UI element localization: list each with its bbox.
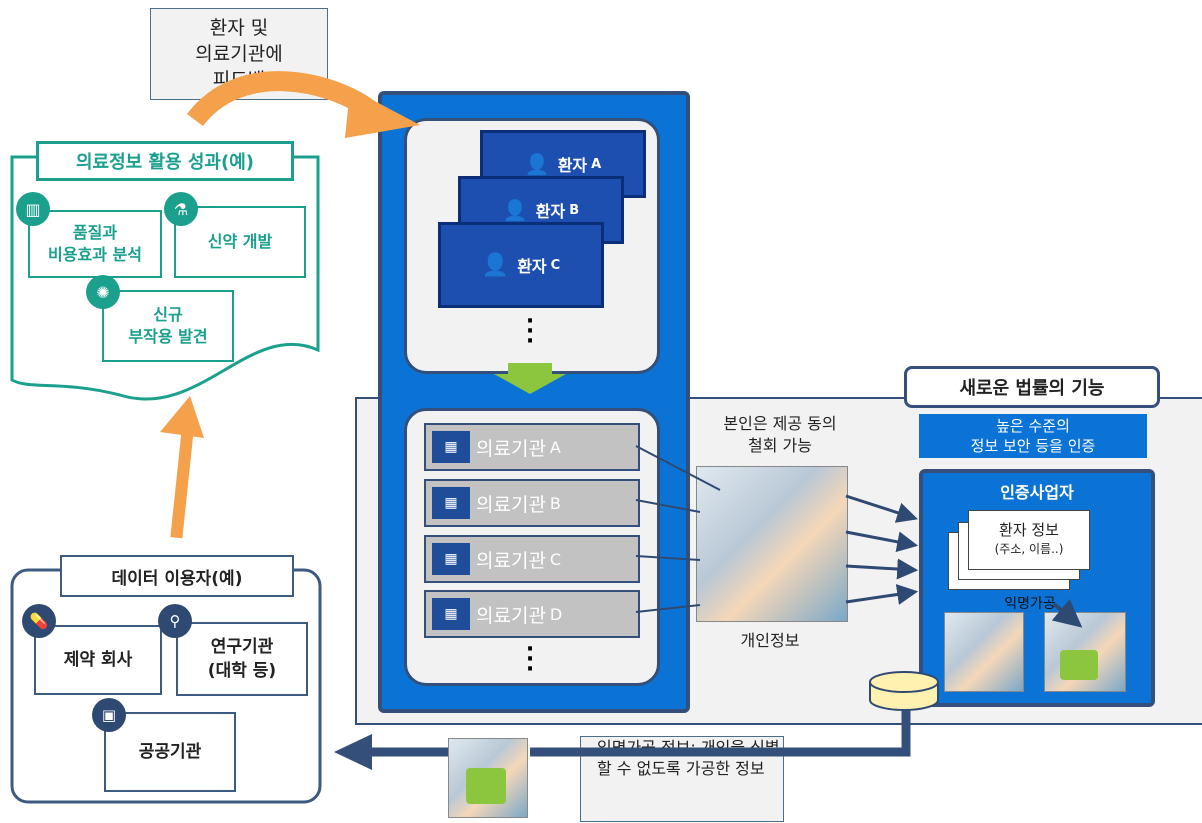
microscope-icon: ⚲ [158,604,192,638]
person-icon: 👤 [502,198,528,222]
inst-line-a [635,445,721,491]
doctor-patient-photo [696,466,848,622]
patient-card-c: 👤 환자 C [438,222,604,308]
personal-info-label: 개인정보 [740,631,800,650]
inst-line-b [635,499,701,513]
flow-arrow-2 [845,530,919,553]
feedback-line2: 의료기관에 [195,43,283,65]
lock-icon [466,768,506,804]
adverse-line2: 부작용 발견 [128,327,208,346]
institution-row-d: ▦ 의료기관 D [424,590,640,638]
lock-icon [1060,650,1098,680]
up-arrow-shaft [170,429,194,539]
quality-line2: 비용효과 분석 [48,245,142,264]
feedback-line1: 환자 및 [209,17,269,39]
withdraw-line2: 철회 가능 [748,436,812,455]
patient-info-label: 환자 정보 [999,521,1059,539]
virus-icon: ✺ [86,275,120,309]
flow-arrow-4 [845,584,919,605]
adverse-effect-box: 신규 부작용 발견 [102,290,234,362]
cert-provider-title: 인증사업자 [1000,483,1074,502]
institution-row-c: ▦ 의료기관 C [424,535,640,583]
patient-letter: A [591,156,602,172]
more-patients-dots: ··· [525,309,535,354]
anon-line3: 가공한 정보 [685,759,765,778]
public-label: 공공기관 [138,742,202,762]
feedback-arrow [187,71,376,127]
institution-row-b: ▦ 의료기관 B [424,479,640,527]
institution-letter: C [549,549,562,569]
institution-letter: B [549,493,561,513]
pharma-box: 제약 회사 [34,625,162,695]
adverse-line1: 신규 [153,305,183,324]
withdraw-consent-label: 본인은 제공 동의 철회 가능 [700,412,860,458]
research-line1: 연구기관 [210,637,274,657]
institution-name: 의료기관 [476,493,546,516]
pill-icon: 💊 [22,604,56,638]
feedback-arrowhead [345,88,420,138]
anonymize-arrow [1051,598,1083,628]
quality-line1: 품질과 [72,223,118,242]
patient-name: 환자 [557,156,588,175]
hospital-building-icon: ▦ [432,543,470,575]
outcomes-title: 의료정보 활용 성과(예) [36,141,294,181]
institution-row-a: ▦ 의료기관 A [424,423,640,471]
database-icon [869,671,939,711]
security-line1: 높은 수준의 [996,417,1070,435]
institution-letter: D [549,604,563,624]
more-institutions-dots: ··· [525,637,535,682]
institution-name: 의료기관 [476,437,546,460]
up-arrow-head [160,396,204,438]
users-title: 데이터 이용자(예) [60,555,294,597]
patient-name: 환자 [517,257,547,276]
test-tube-icon: ⚗ [164,192,198,226]
return-arrowhead [334,734,372,770]
hospital-building-icon: ▦ [432,487,470,519]
security-cert-label: 높은 수준의 정보 보안 등을 인증 [919,414,1147,458]
quality-cost-box: 품질과 비용효과 분석 [28,210,162,278]
institution-name: 의료기관 [476,604,546,627]
patient-letter: B [569,202,580,218]
research-box: 연구기관 (대학 등) [176,622,308,696]
hospital-building-icon: ▦ [432,598,470,630]
research-line2: (대학 등) [207,661,277,681]
drug-dev-box: 신약 개발 [174,206,306,278]
person-icon: 👤 [481,252,510,278]
security-line2: 정보 보안 등을 인증 [970,437,1096,455]
return-line [530,710,911,757]
institution-letter: A [549,437,561,457]
withdraw-line1: 본인은 제공 동의 [723,414,837,433]
patient-letter: C [550,257,561,273]
monitor-icon: ▣ [92,698,126,732]
down-arrow [494,363,566,394]
patient-info-detail: (주소, 이름..) [994,542,1064,556]
inst-line-d [635,604,701,613]
pharma-label: 제약 회사 [63,650,133,670]
anonymize-label: 익명가공 [1004,596,1056,612]
patient-name: 환자 [535,202,566,221]
hospital-building-icon: ▦ [432,431,470,463]
person-icon: 👤 [524,152,550,176]
public-box: 공공기관 [104,712,236,792]
drug-label: 신약 개발 [207,232,273,251]
law-title: 새로운 법률의 기능 [904,366,1160,408]
flow-arrow-1 [845,494,918,523]
flow-arrow-3 [845,558,919,580]
chart-icon: ▥ [16,192,50,226]
institution-name: 의료기관 [476,549,546,572]
patient-info-doc: 환자 정보 (주소, 이름..) [968,510,1090,570]
inst-line-c [635,555,701,561]
cert-photo-original [944,612,1024,692]
